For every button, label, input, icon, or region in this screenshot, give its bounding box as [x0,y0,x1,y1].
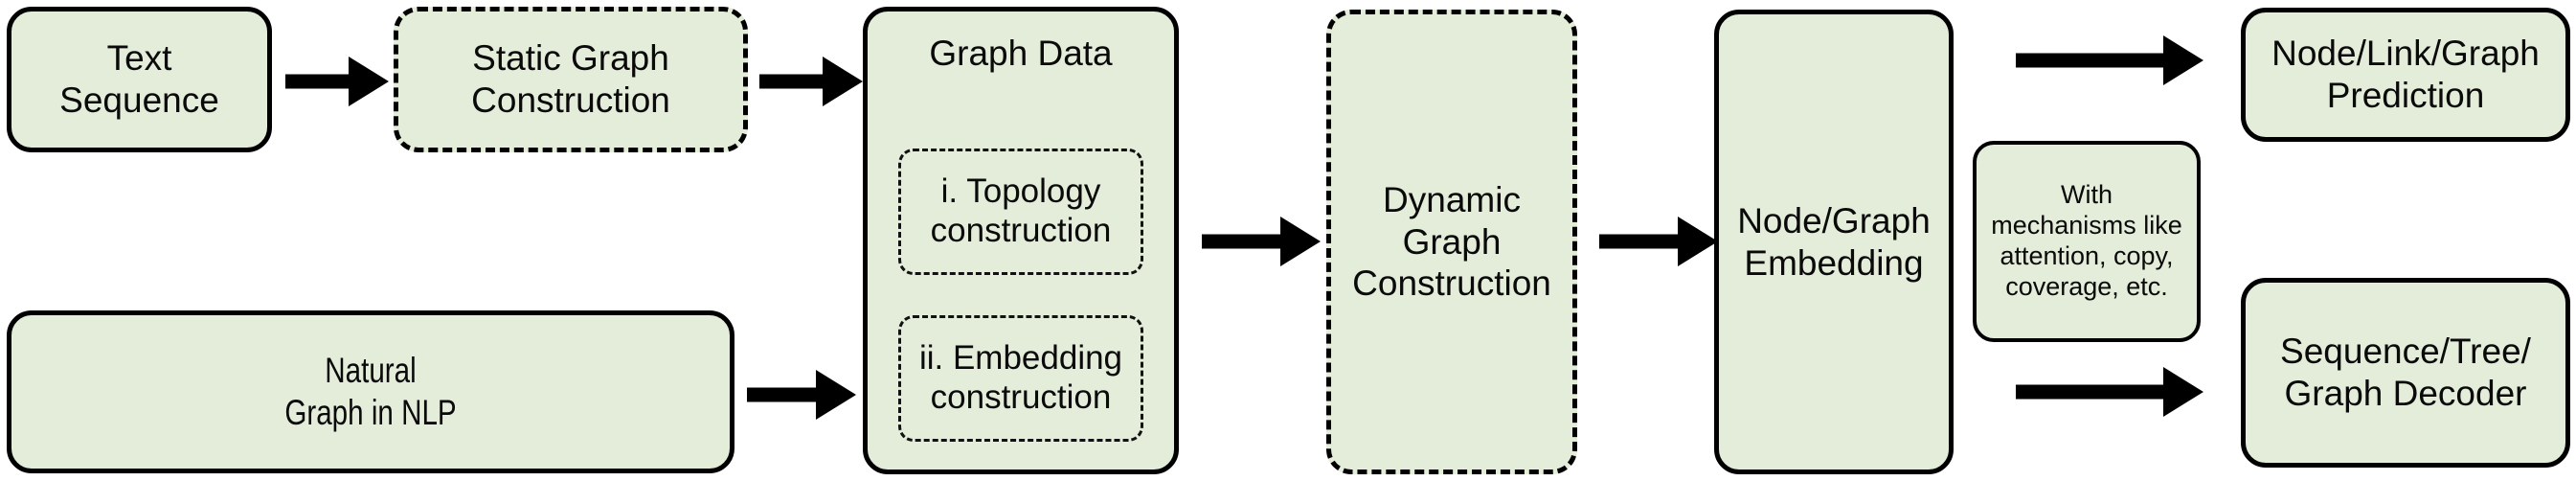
node-dynamic-graph-construction[interactable]: Dynamic Graph Construction [1326,10,1577,474]
subnode-embedding-construction[interactable]: ii. Embedding construction [898,315,1143,442]
node-natural-graph-label: Natural Graph in NLP [284,351,457,432]
node-text-sequence[interactable]: Text Sequence [7,7,272,152]
arrow-head [816,370,856,420]
arrow-head [2163,367,2203,417]
node-mechanisms[interactable]: With mechanisms like attention, copy, co… [1973,141,2201,342]
arrow-head [1280,217,1321,266]
arrow-shaft [285,74,354,89]
node-graph-data[interactable]: Graph Data [863,7,1179,474]
node-decoder-label: Sequence/Tree/ Graph Decoder [2280,332,2531,413]
arrow-shaft [2016,384,2169,400]
node-mechanisms-label: With mechanisms like attention, copy, co… [1991,180,2182,301]
arrow-shaft [747,387,822,402]
node-prediction-label: Node/Link/Graph Prediction [2271,34,2540,115]
subnode-topology-construction[interactable]: i. Topology construction [898,149,1143,275]
node-prediction[interactable]: Node/Link/Graph Prediction [2241,8,2570,142]
subnode-embedding-construction-label: ii. Embedding construction [918,339,1123,416]
arrow-head [1678,217,1718,266]
arrow-shaft [1599,234,1683,249]
arrow-head [2163,35,2203,85]
node-static-graph-construction[interactable]: Static Graph Construction [394,7,748,152]
node-node-graph-embedding-label: Node/Graph Embedding [1737,200,1931,283]
node-dynamic-graph-construction-label: Dynamic Graph Construction [1352,180,1551,304]
subnode-topology-construction-label: i. Topology construction [930,172,1112,249]
arrow-head [823,57,863,106]
node-node-graph-embedding[interactable]: Node/Graph Embedding [1714,10,1954,474]
node-decoder[interactable]: Sequence/Tree/ Graph Decoder [2241,278,2570,468]
node-graph-data-label: Graph Data [929,34,1113,73]
arrow-shaft [2016,53,2169,68]
node-static-graph-construction-label: Static Graph Construction [471,38,670,120]
arrow-shaft [1202,234,1286,249]
node-text-sequence-label: Text Sequence [59,38,219,120]
node-natural-graph[interactable]: Natural Graph in NLP [7,310,734,473]
arrow-head [349,57,389,106]
arrow-shaft [759,74,828,89]
